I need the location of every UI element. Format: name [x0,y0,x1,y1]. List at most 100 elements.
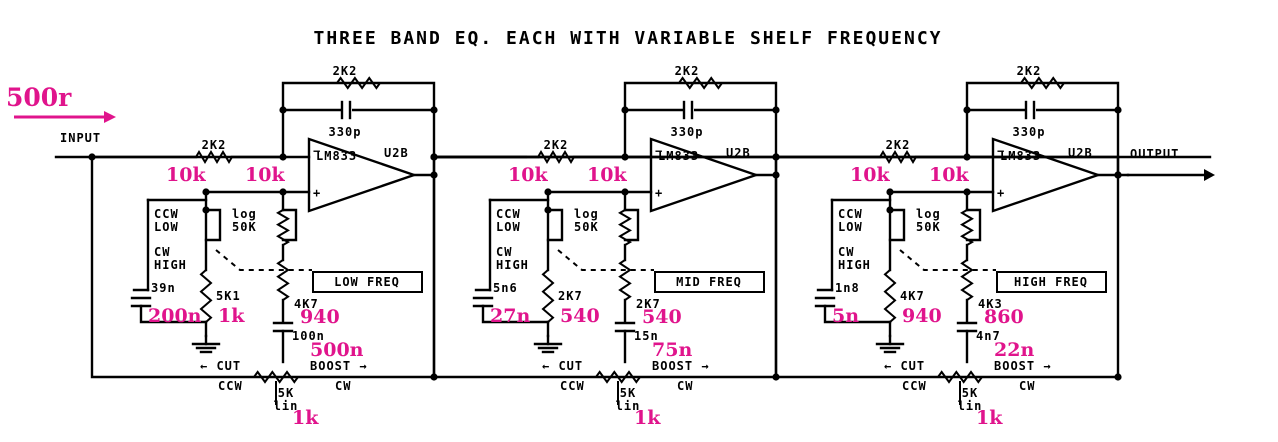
feedback-cap-label: 330p [671,125,704,139]
capacitor [682,100,694,120]
note-pot-cap: 22n [994,339,1034,361]
opamp [307,137,418,213]
input-resistor-label: 2K2 [202,138,227,152]
junction-dot [886,206,894,214]
resistor [960,209,974,246]
resistor [618,209,632,246]
minus-sign: − [313,144,321,158]
feedback-resistor-label: 2K2 [675,64,700,78]
opamp-designator: U2B [384,146,409,160]
feedback-resistor-label: 2K2 [1017,64,1042,78]
gang-link [215,249,312,271]
series-resistor-label: 2K7 [558,289,583,303]
freq-pot-body [965,208,982,242]
note-input-resistor: 10k [850,164,890,186]
output-arrow-icon [1204,169,1215,181]
resistor [199,269,213,323]
note-shelf-cap: 200n [148,305,202,327]
feedback-cap-label: 330p [329,125,362,139]
note-plus-resistor: 10k [929,164,969,186]
capacitor [1024,100,1036,120]
opamp-label: LM833 [316,149,357,163]
boost-label: BOOST → [994,359,1052,373]
freq-pot-body [623,208,640,242]
junction-dot [430,153,438,161]
resistor [541,269,555,323]
ccw-label: CCW [560,379,585,393]
resistor [336,76,381,90]
feedback-resistor-label: 2K2 [333,64,358,78]
resistor [276,259,290,301]
cap-gap [1025,100,1036,120]
junction-dot [202,206,210,214]
junction-dot [1114,373,1122,381]
note-plus-resistor: 10k [587,164,627,186]
resistor [1020,76,1065,90]
freq-label-box [996,271,1107,293]
junction-dot [1114,171,1122,179]
switch-body [204,208,222,242]
cw-label: CW [677,379,693,393]
note-series-resistor: 1k [218,305,245,327]
note-gain-pot: 1k [292,407,319,429]
ccw-label: CCW [218,379,243,393]
junction-dot [772,106,780,114]
switch-body [546,208,564,242]
pot-cap-label: 15n [634,329,659,343]
junction-dot [1114,106,1122,114]
ground-icon [191,334,221,354]
junction-dot [430,106,438,114]
plus-sign: + [313,186,321,200]
pot-cap-label: 4n7 [976,329,1001,343]
note-shelf-cap: 27n [490,305,530,327]
cap-gap [341,100,352,120]
cap-gap [683,100,694,120]
boost-label: BOOST → [310,359,368,373]
resistor [883,269,897,323]
note-pot-resistor: 860 [984,306,1024,328]
cut-label: ← CUT [200,359,241,373]
freq-control-label: MID FREQ [676,275,742,289]
freq-control-label: LOW FREQ [334,275,400,289]
input-label: INPUT [60,131,101,145]
pot-resistor-label: 4K7 [294,297,319,311]
note-plus-resistor: 10k [245,164,285,186]
cut-label: ← CUT [884,359,925,373]
note-pot-resistor: 540 [642,306,682,328]
freq-label-box [654,271,765,293]
junction-dot [772,153,780,161]
freq-control-label: HIGH FREQ [1014,275,1088,289]
shelf-cap-label: 1n8 [835,281,860,295]
junction-dot [963,106,971,114]
diagram-title: THREE BAND EQ. EACH WITH VARIABLE SHELF … [313,28,942,49]
note-series-resistor: 940 [902,305,942,327]
pot-resistor-label: 2K7 [636,297,661,311]
input-resistor-label: 2K2 [544,138,569,152]
bottom-rail [90,155,436,379]
junction-dot [279,106,287,114]
note-series-resistor: 540 [560,305,600,327]
freq-label-box [312,271,423,293]
source-arrow-icon [14,111,116,123]
note-pot-cap: 75n [652,339,692,361]
note-pot-resistor: 940 [300,306,340,328]
resistor [253,370,299,384]
pot-resistor-label: 4K3 [978,297,1003,311]
note-shelf-cap: 5n [832,305,859,327]
resistor [678,76,723,90]
cw-label: CW [1019,379,1035,393]
resistor [276,209,290,246]
